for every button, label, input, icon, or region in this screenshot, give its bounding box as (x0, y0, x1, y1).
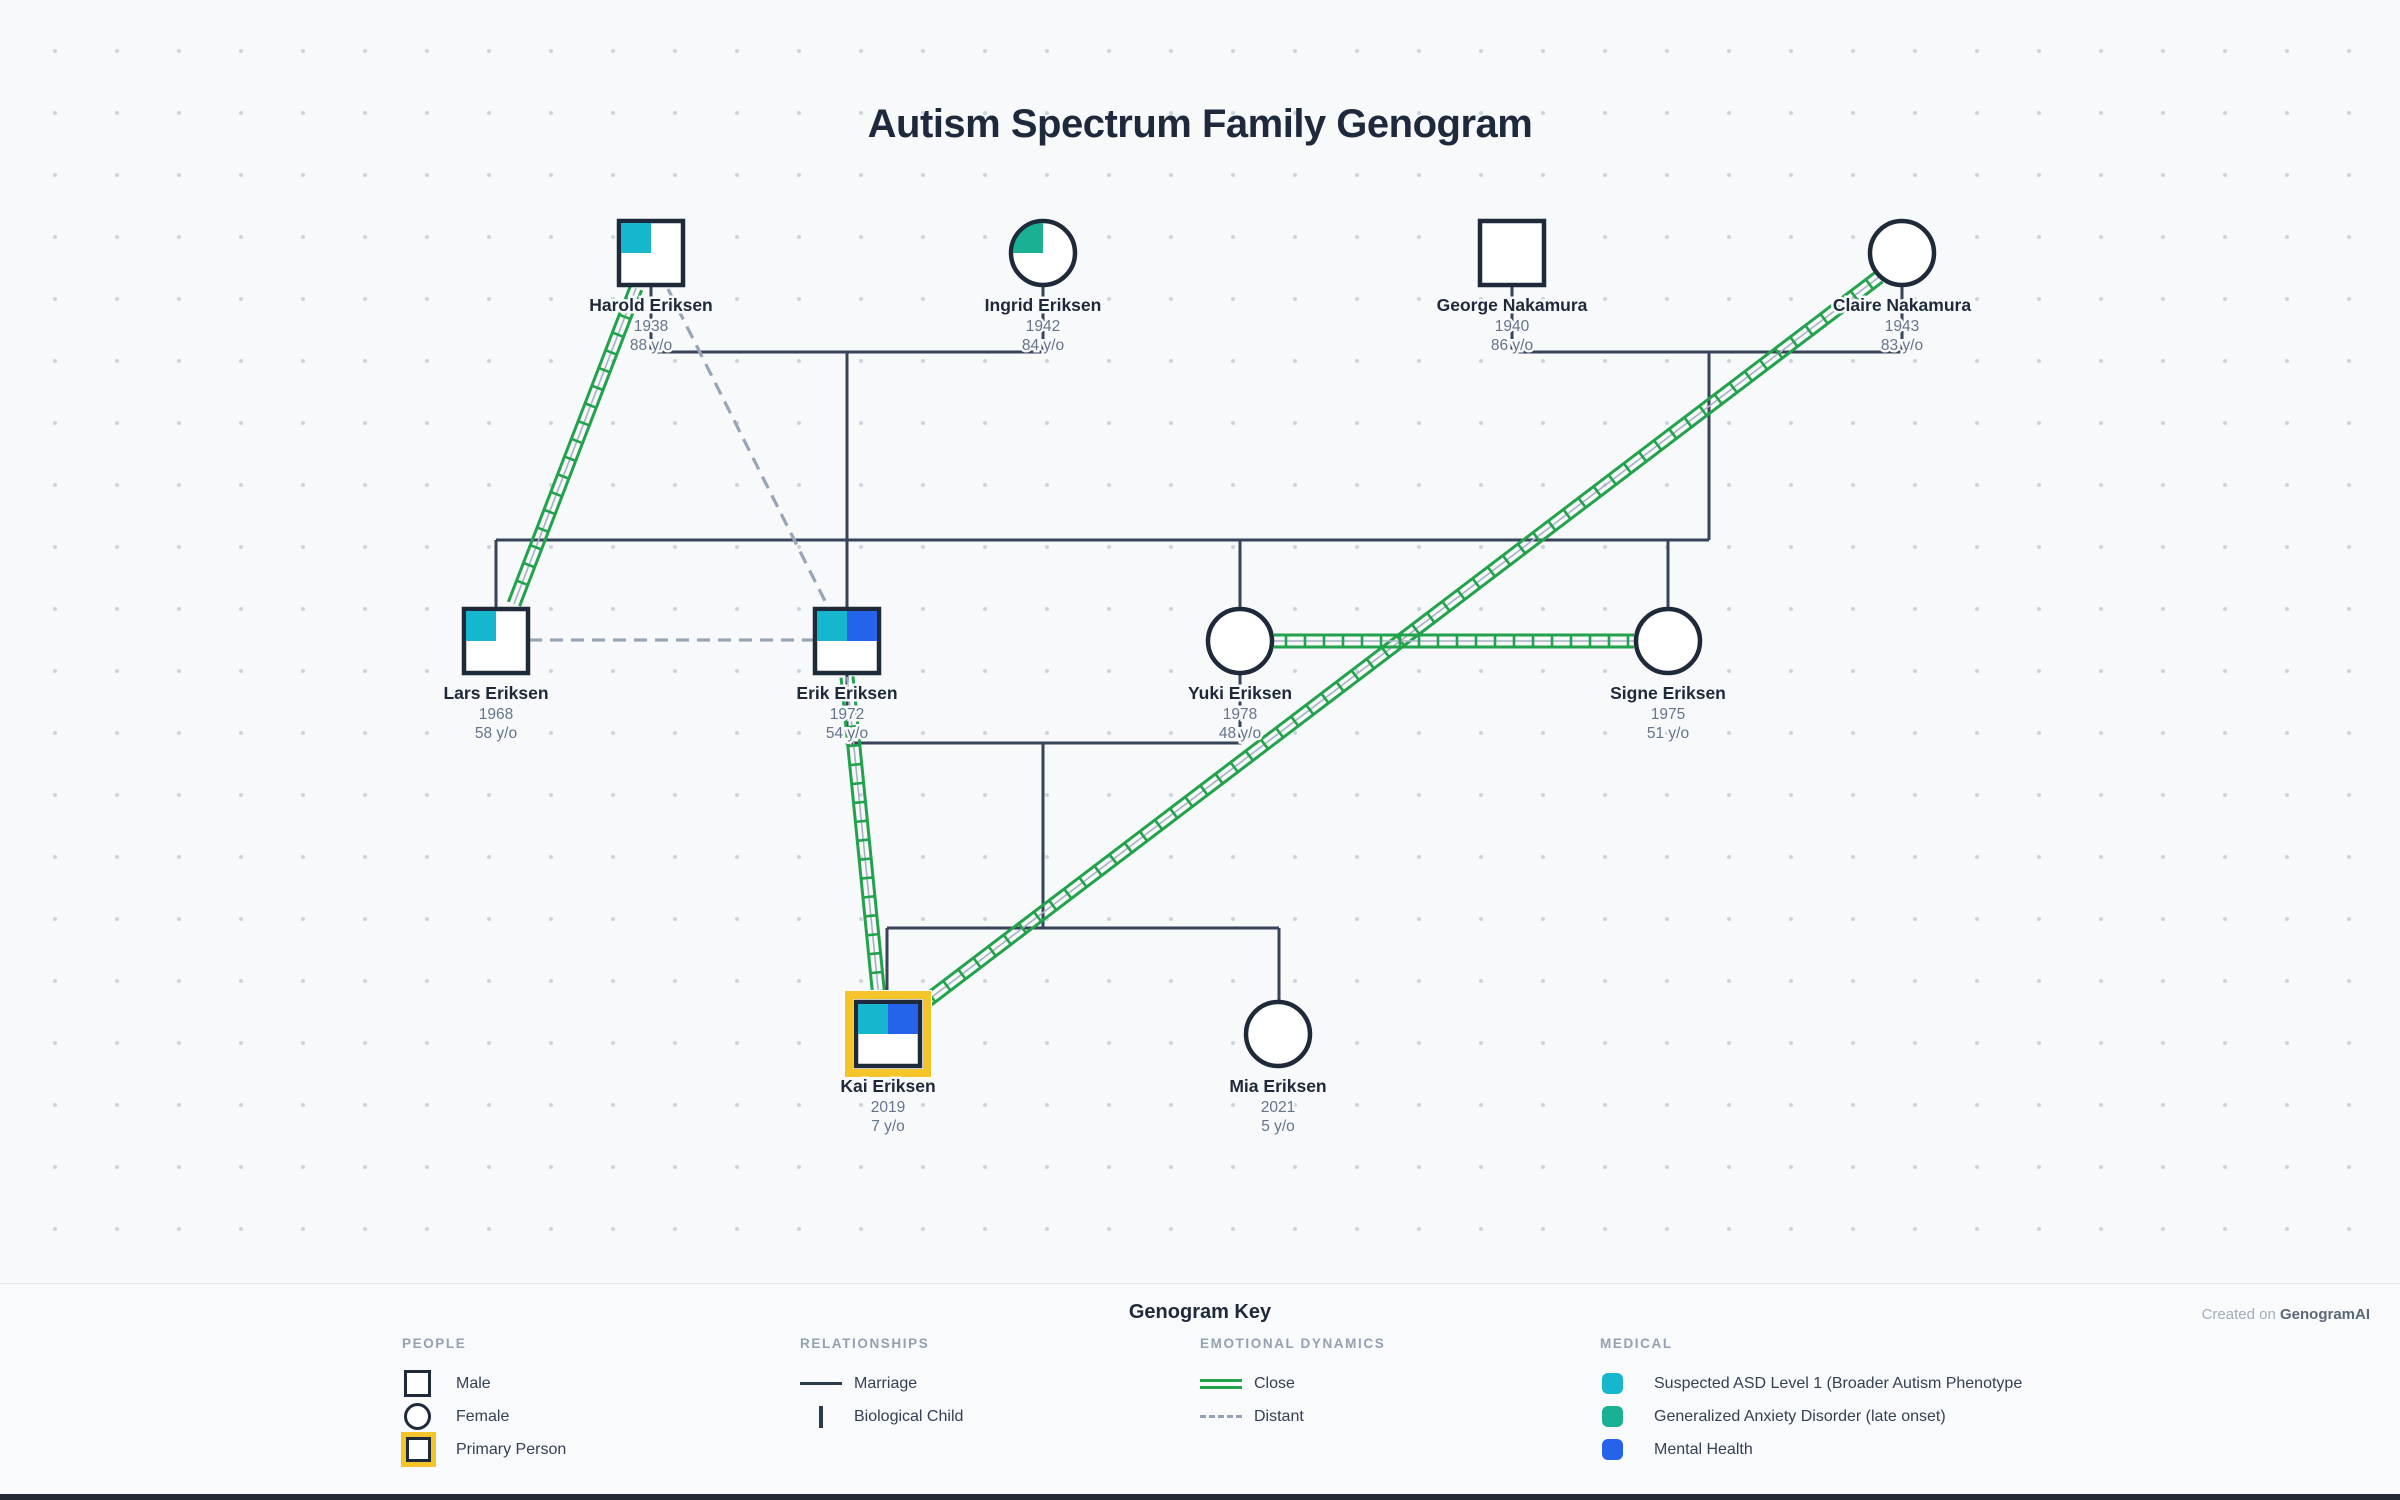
distant-harold-erik (666, 288, 829, 606)
key-section-medical: MEDICAL Suspected ASD Level 1 (Broader A… (1600, 1336, 2022, 1466)
person-birth-year: 1978 (1223, 706, 1257, 723)
key-section-emotional: EMOTIONAL DYNAMICS Close Distant (1200, 1336, 1385, 1433)
person-age: 84 y/o (1022, 337, 1064, 354)
person-node-mia[interactable]: Mia Eriksen 2021 5 y/o (1227, 999, 1329, 1138)
close-harold-lars (507, 285, 643, 607)
person-name: Lars Eriksen (443, 683, 548, 703)
person-age: 51 y/o (1647, 725, 1689, 742)
person-age: 48 y/o (1219, 725, 1261, 742)
person-age: 7 y/o (871, 1118, 905, 1135)
person-birth-year: 2021 (1261, 1099, 1295, 1116)
key-item-asd: Suspected ASD Level 1 (Broader Autism Ph… (1600, 1367, 2022, 1400)
male-icon (404, 1370, 431, 1397)
person-name: George Nakamura (1437, 295, 1588, 315)
key-header-medical: MEDICAL (1600, 1336, 1673, 1351)
person-node-harold[interactable]: Harold Eriksen 1938 88 y/o (587, 218, 715, 357)
person-age: 86 y/o (1491, 337, 1533, 354)
marriage-george-claire (1510, 285, 1904, 354)
person-node-claire[interactable]: Claire Nakamura 1943 83 y/o (1830, 218, 1974, 357)
person-birth-year: 1972 (830, 706, 864, 723)
gad-swatch-icon (1602, 1406, 1623, 1427)
person-name: Signe Eriksen (1610, 683, 1726, 703)
person-age: 83 y/o (1881, 337, 1923, 354)
person-name: Erik Eriksen (796, 683, 897, 703)
person-node-signe[interactable]: Signe Eriksen 1975 51 y/o (1608, 606, 1728, 745)
credit-prefix: Created on (2201, 1306, 2280, 1323)
key-section-relationships: RELATIONSHIPS Marriage Biological Child (800, 1336, 963, 1433)
key-item-mental-health: Mental Health (1600, 1433, 2022, 1466)
credit-brand: GenogramAI (2279, 1306, 2370, 1323)
close-erik-kai (839, 676, 887, 999)
close-relationship-icon (1200, 1378, 1242, 1389)
person-name: Yuki Eriksen (1188, 683, 1292, 703)
person-birth-year: 1975 (1651, 706, 1685, 723)
person-birth-year: 1968 (479, 706, 513, 723)
person-node-lars[interactable]: Lars Eriksen 1968 58 y/o (441, 606, 551, 745)
asd-swatch-icon (1602, 1373, 1623, 1394)
key-item-male: Male (402, 1367, 566, 1400)
person-node-yuki[interactable]: Yuki Eriksen 1978 48 y/o (1185, 606, 1295, 745)
credit-note: Created on GenogramAI (2202, 1306, 2370, 1323)
marriage-erik-yuki (845, 673, 1242, 745)
key-header-emotional: EMOTIONAL DYNAMICS (1200, 1336, 1386, 1351)
key-header-people: PEOPLE (402, 1336, 467, 1351)
person-node-kai[interactable]: Kai Eriksen 2019 7 y/o (838, 990, 938, 1138)
person-birth-year: 2019 (871, 1099, 905, 1116)
person-node-george[interactable]: George Nakamura 1940 86 y/o (1434, 218, 1590, 357)
biological-child-line-icon (819, 1405, 823, 1428)
person-age: 88 y/o (630, 337, 672, 354)
person-name: Mia Eriksen (1229, 1076, 1326, 1096)
genogram-key-panel: Genogram Key Created on GenogramAI PEOPL… (0, 1283, 2400, 1495)
key-section-people: PEOPLE Male Female Primary Person (401, 1336, 566, 1467)
key-header-relationships: RELATIONSHIPS (800, 1336, 930, 1351)
person-name: Ingrid Eriksen (985, 295, 1102, 315)
person-age: 54 y/o (826, 725, 868, 742)
close-claire-kai (923, 271, 1884, 1006)
person-birth-year: 1940 (1495, 318, 1530, 335)
female-icon (404, 1403, 431, 1430)
person-node-erik[interactable]: Erik Eriksen 1972 54 y/o (794, 606, 900, 745)
person-age: 58 y/o (475, 725, 517, 742)
key-item-primary-person: Primary Person (401, 1432, 566, 1467)
person-age: 5 y/o (1261, 1118, 1295, 1135)
close-yuki-signe (1274, 633, 1634, 649)
primary-person-icon (401, 1432, 436, 1467)
genogram-canvas[interactable] (0, 0, 2400, 1283)
key-item-close: Close (1200, 1367, 1385, 1400)
person-birth-year: 1943 (1885, 318, 1919, 335)
key-item-female: Female (402, 1400, 566, 1433)
person-name: Harold Eriksen (589, 295, 713, 315)
person-birth-year: 1942 (1026, 318, 1060, 335)
key-item-marriage: Marriage (800, 1367, 963, 1400)
page-title: Autism Spectrum Family Genogram (867, 102, 1533, 146)
person-birth-year: 1938 (634, 318, 668, 335)
key-item-distant: Distant (1200, 1400, 1385, 1433)
person-name: Kai Eriksen (840, 1076, 935, 1096)
key-item-biological-child: Biological Child (800, 1400, 963, 1433)
mental-health-swatch-icon (1602, 1439, 1623, 1460)
key-item-gad: Generalized Anxiety Disorder (late onset… (1600, 1400, 2022, 1433)
distant-relationship-icon (1200, 1415, 1242, 1418)
bottom-edge-bar (0, 1494, 2400, 1500)
person-node-ingrid[interactable]: Ingrid Eriksen 1942 84 y/o (982, 218, 1104, 357)
marriage-line-icon (800, 1381, 842, 1386)
person-name: Claire Nakamura (1833, 295, 1971, 315)
key-title: Genogram Key (1128, 1301, 1272, 1323)
